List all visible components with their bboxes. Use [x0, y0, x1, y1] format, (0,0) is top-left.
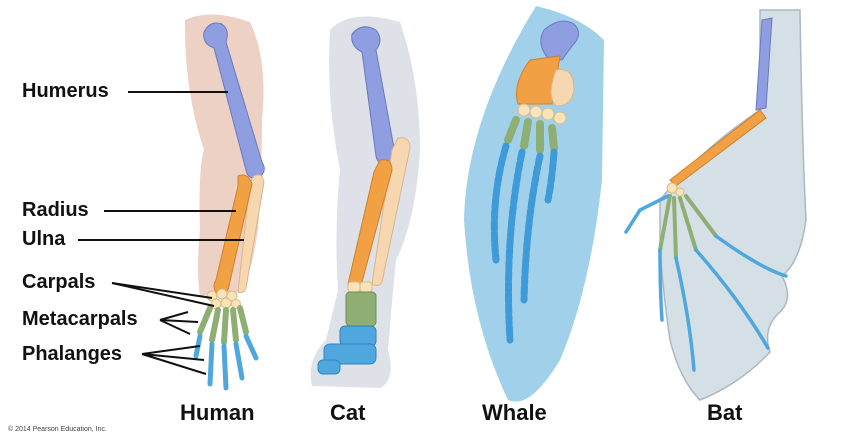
cat-fur-outline [310, 16, 420, 389]
species-human: Human [180, 400, 255, 425]
whale-phalanges [490, 142, 558, 344]
cat-ulna [371, 137, 411, 287]
whale-radius [516, 55, 561, 105]
bat-wing [624, 9, 807, 401]
bat-phalanges [624, 194, 788, 372]
human-skin-outline [184, 14, 264, 296]
bat-metacarpals [658, 194, 718, 260]
phalanges-leader-c [141, 353, 207, 375]
bat-humerus [755, 17, 773, 111]
label-radius: Radius [22, 199, 89, 221]
species-bat: Bat [707, 400, 743, 425]
cat-metacarpals [345, 291, 377, 327]
phalanges-leader-b [141, 353, 205, 361]
label-phalanges: Phalanges [22, 343, 123, 365]
label-metacarpals: Metacarpals [22, 308, 138, 330]
metacarpals-leader-b [159, 319, 199, 323]
cat-phalanges [317, 325, 377, 375]
cat-carpals [347, 281, 373, 293]
human-humerus [203, 22, 265, 179]
human-ulna [237, 174, 265, 293]
whale-humerus [540, 20, 579, 61]
whale-ulna [550, 68, 575, 107]
carpals-leader-a [111, 282, 213, 299]
metacarpals-leader-a [159, 311, 189, 321]
whale-metacarpals [504, 116, 558, 154]
copyright-credit: © 2014 Pearson Education, Inc. [8, 426, 107, 433]
bat-carpals [666, 182, 685, 197]
species-cat: Cat [330, 400, 366, 425]
whale-carpals [517, 103, 567, 125]
phalanges-leader-a [141, 345, 201, 355]
metacarpals-leader-c [159, 319, 191, 335]
carpals-leader-b [111, 282, 215, 307]
label-ulna: Ulna [22, 228, 66, 250]
human-carpals [206, 288, 241, 310]
human-metacarpals [197, 305, 249, 345]
leader-lines [78, 91, 244, 375]
species-whale: Whale [482, 400, 547, 425]
whale-flipper [464, 6, 604, 402]
human-arm [184, 14, 265, 391]
cat-leg [310, 16, 420, 389]
label-carpals: Carpals [22, 271, 96, 293]
label-humerus: Humerus [22, 80, 109, 102]
